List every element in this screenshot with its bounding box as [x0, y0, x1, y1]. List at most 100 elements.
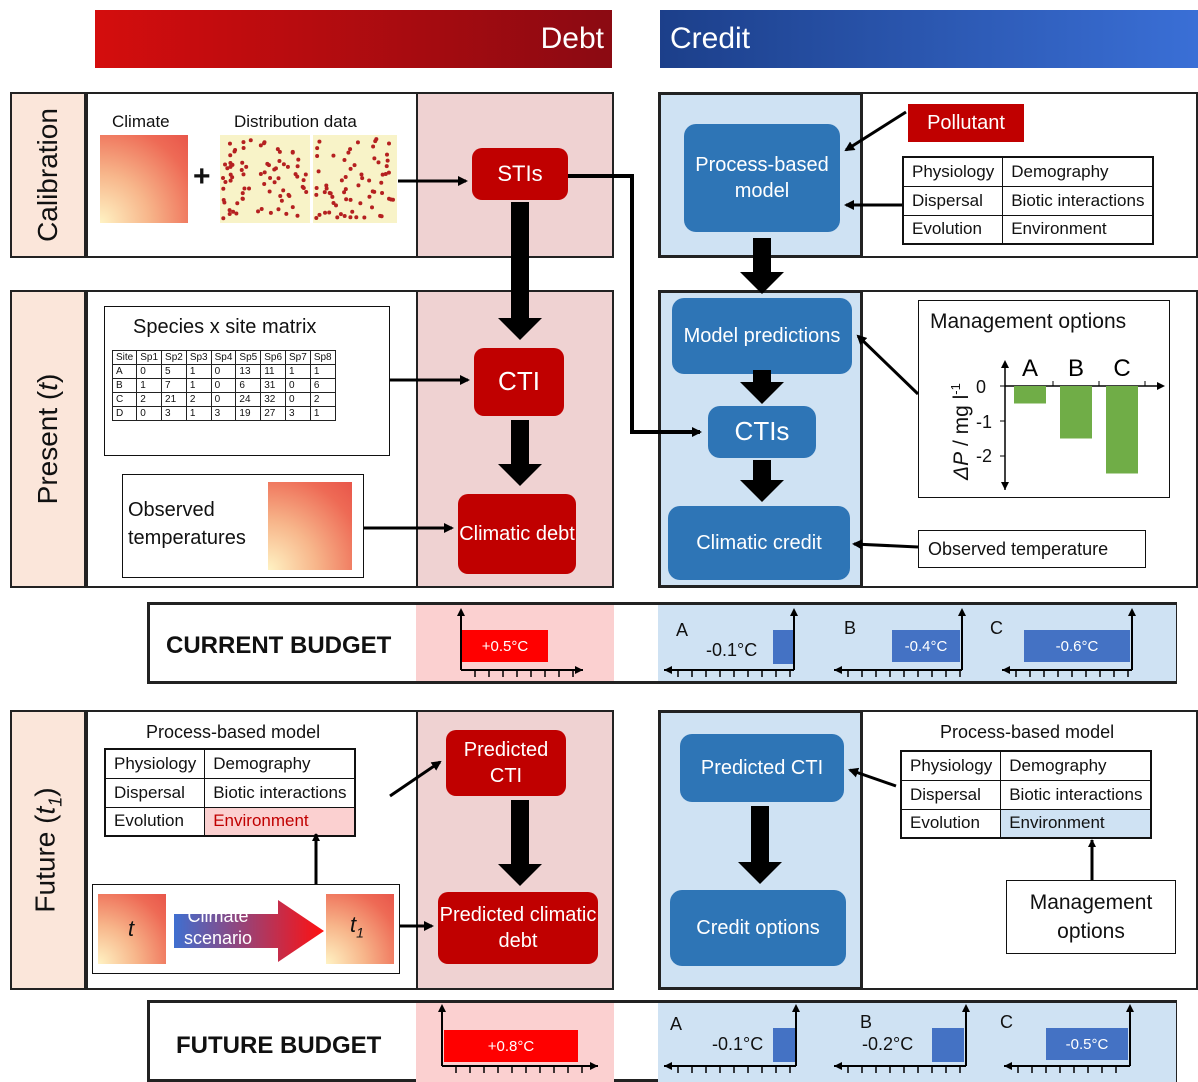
distribution-dot	[223, 180, 228, 185]
matrix-cell: 1	[185, 406, 212, 421]
factor-cell: Evolution	[104, 806, 206, 837]
distribution-dot	[370, 189, 375, 194]
row-label-present: Present (t)	[10, 290, 86, 588]
climate-scenario-arrow	[174, 900, 324, 962]
distribution-dot	[346, 150, 351, 155]
matrix-cell: 19	[235, 406, 262, 421]
distribution-dot	[327, 191, 332, 196]
matrix-cell: 27	[260, 406, 287, 421]
distribution-dot	[367, 194, 372, 199]
model-predictions-box: Model predictions	[672, 298, 852, 374]
factor-cell: Environment	[204, 806, 356, 837]
distribution-dot	[234, 211, 239, 216]
future-option-b-bar	[932, 1028, 964, 1062]
climate-scenario-label: Climate scenario	[183, 906, 253, 948]
t1-map	[326, 894, 394, 964]
t-label: t	[128, 916, 135, 941]
distribution-dot	[367, 178, 372, 183]
distribution-dot	[315, 153, 320, 158]
distribution-dot	[248, 138, 253, 143]
distribution-dot	[338, 212, 343, 217]
distribution-dot	[355, 140, 360, 145]
debt-header: Debt	[95, 10, 612, 68]
matrix-cell: A	[111, 364, 138, 379]
distribution-dot	[376, 160, 381, 165]
distribution-dot	[284, 211, 289, 216]
distribution-dot	[331, 201, 336, 206]
predicted-cti-debt-box: Predicted CTI	[446, 730, 566, 796]
t-map	[98, 894, 166, 964]
distribution-dot	[273, 166, 278, 171]
distribution-dot	[281, 162, 286, 167]
climatic-credit-box: Climatic credit	[668, 506, 850, 580]
future-debt-bar: +0.8°C	[444, 1030, 578, 1062]
distribution-map-1	[220, 135, 310, 223]
factor-cell: Physiology	[900, 750, 1002, 781]
distribution-dot	[267, 189, 272, 194]
matrix-cell: 3	[285, 406, 311, 421]
distribution-dot	[277, 149, 282, 154]
distribution-dot	[240, 191, 245, 196]
distribution-dot	[228, 153, 233, 158]
row-label-calibration: Calibration	[10, 92, 86, 258]
distribution-dot	[324, 183, 329, 188]
distribution-dot	[342, 157, 347, 162]
distribution-dot	[235, 201, 240, 206]
factor-cell: Biotic interactions	[1002, 185, 1154, 216]
distribution-dot	[343, 187, 348, 192]
ylabel-exponent: -1	[948, 383, 963, 395]
debt-header-label: Debt	[540, 22, 604, 55]
distribution-dot	[258, 172, 263, 177]
management-options-box: Management options	[1006, 880, 1176, 954]
ctis-box: CTIs	[708, 406, 816, 458]
distribution-dot	[354, 215, 359, 220]
distribution-dot	[371, 144, 376, 149]
process-model-box: Process-based model	[684, 124, 840, 232]
matrix-cell: 2	[136, 392, 163, 407]
matrix-cell: 6	[235, 378, 262, 393]
distribution-dot	[228, 172, 233, 177]
factor-cell: Evolution	[902, 214, 1004, 245]
matrix-cell: 5	[161, 364, 187, 379]
distribution-dot	[244, 164, 249, 169]
row-label-future: Future (t1)	[10, 710, 86, 990]
climatic-debt-box: Climatic debt	[458, 494, 576, 574]
distribution-dot	[258, 143, 263, 148]
distribution-dot	[342, 190, 347, 195]
future-option-b-value: -0.2°C	[862, 1034, 914, 1054]
distribution-dot	[384, 164, 389, 169]
predicted-cti-credit-box: Predicted CTI	[680, 734, 844, 802]
distribution-dot	[239, 167, 244, 172]
distribution-dot	[343, 175, 348, 180]
distribution-dot	[342, 213, 347, 218]
credit-header: Credit	[660, 10, 1198, 68]
distribution-dot	[374, 137, 379, 142]
matrix-cell: 24	[235, 392, 262, 407]
management-chart-title: Management options	[930, 310, 1127, 333]
distribution-dot	[225, 166, 230, 171]
future-option-a-bar	[773, 1028, 795, 1062]
matrix-header-cell: Sp4	[210, 350, 237, 365]
mgmt-tick-1: -1	[976, 412, 993, 432]
matrix-cell: D	[111, 406, 138, 421]
future-process-model-label: Process-based model	[146, 722, 321, 742]
factor-cell: Demography	[1000, 750, 1152, 781]
matrix-cell: 0	[136, 364, 163, 379]
distribution-dot	[276, 176, 281, 181]
matrix-cell: 13	[235, 364, 262, 379]
distribution-dot	[221, 186, 226, 191]
matrix-header-cell: Sp8	[309, 350, 336, 365]
matrix-cell: 0	[210, 392, 237, 407]
distribution-dot	[380, 172, 385, 177]
matrix-cell: 32	[260, 392, 287, 407]
stis-box: STIs	[472, 148, 568, 200]
distribution-dot	[317, 212, 322, 217]
matrix-cell: 1	[185, 378, 212, 393]
current-option-a-bar	[773, 630, 793, 664]
distribution-dot	[231, 209, 236, 214]
distribution-dot	[272, 180, 277, 185]
future-option-b-label: B	[860, 1012, 873, 1032]
